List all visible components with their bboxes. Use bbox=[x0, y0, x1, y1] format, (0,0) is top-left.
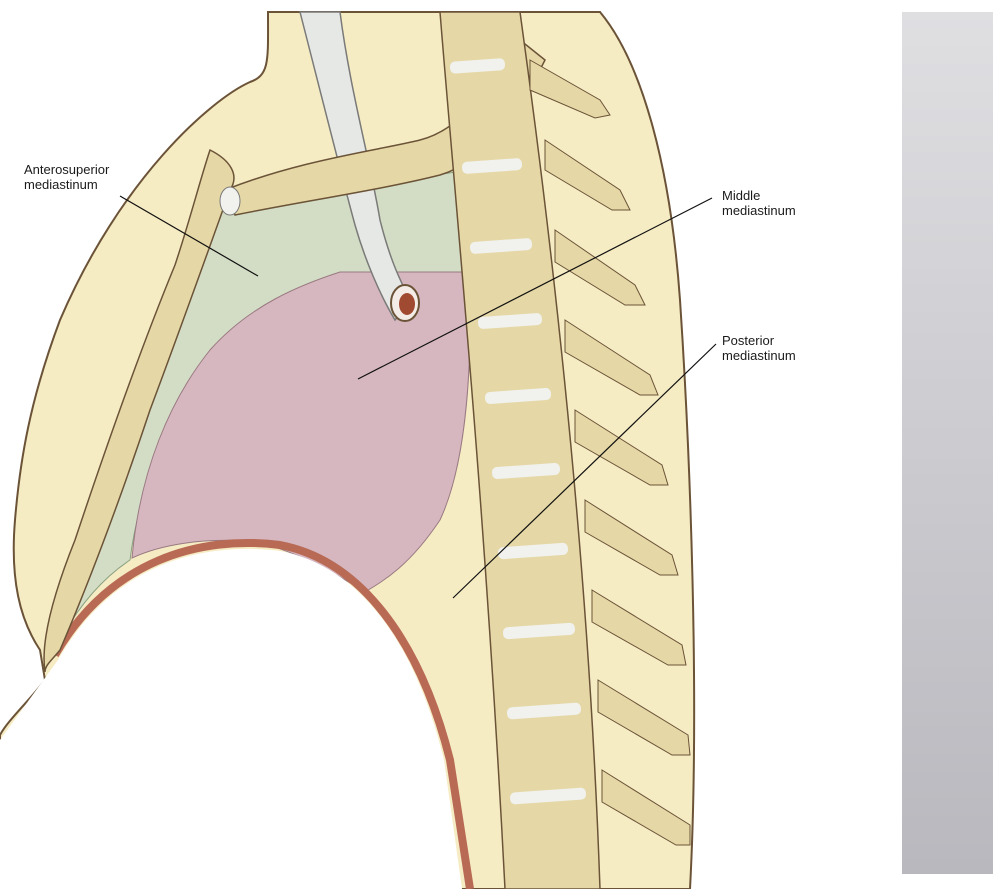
anterosuperior-label-line1: Anterosuperior bbox=[24, 162, 109, 177]
posterior-label-line2: mediastinum bbox=[722, 348, 796, 363]
posterior-label: Posterior mediastinum bbox=[722, 333, 796, 363]
middle-label-line2: mediastinum bbox=[722, 203, 796, 218]
middle-label-line1: Middle bbox=[722, 188, 796, 203]
posterior-label-line1: Posterior bbox=[722, 333, 796, 348]
anterosuperior-label-line2: mediastinum bbox=[24, 177, 109, 192]
middle-label: Middle mediastinum bbox=[722, 188, 796, 218]
anterosuperior-label: Anterosuperior mediastinum bbox=[24, 162, 109, 192]
side-panel bbox=[902, 12, 993, 874]
